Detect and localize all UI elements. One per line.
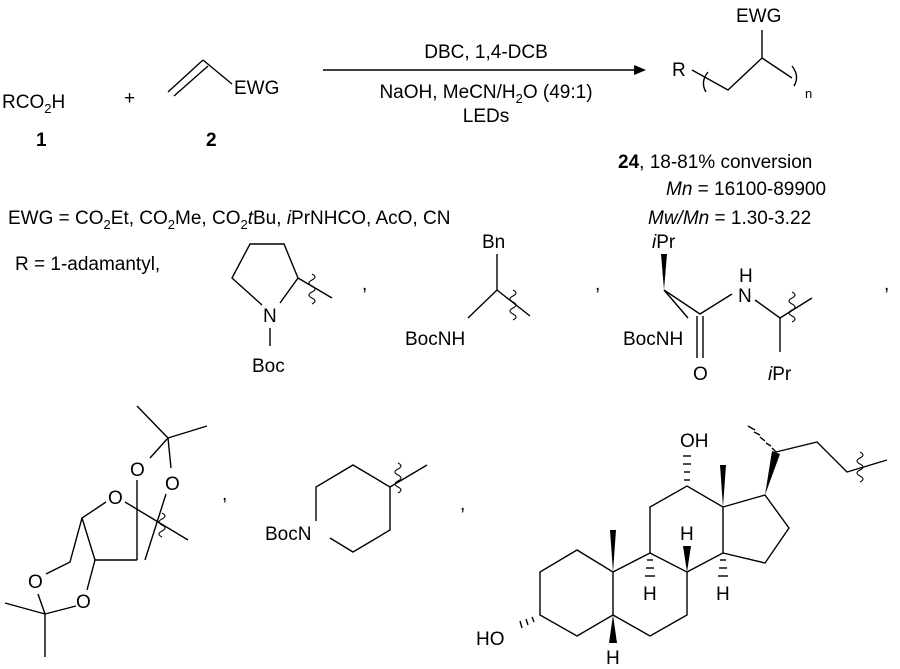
reactant-carboxylic-acid: RCO2H 1: [2, 92, 65, 151]
svg-text:EWG: EWG: [234, 78, 279, 99]
reactant-alkene: EWG 2: [167, 59, 279, 151]
svg-text:O: O: [108, 488, 123, 509]
r-group-diacetone-sugar: O O O O O: [4, 405, 208, 657]
product-polymer: R EWG n 24, 18-81% conversion Mn = 16100…: [618, 6, 826, 229]
r-group-prolinyl: N Boc: [231, 243, 333, 377]
svg-text:H: H: [716, 584, 730, 605]
separator-comma: ,: [884, 274, 889, 295]
svg-text:iPr: iPr: [768, 364, 792, 385]
wavy-bond-icon: [308, 273, 316, 305]
svg-text:BocN: BocN: [265, 524, 311, 545]
svg-text:H: H: [680, 524, 694, 545]
svg-text:H: H: [606, 648, 620, 669]
plus-sign: +: [124, 88, 135, 109]
svg-text:BocNH: BocNH: [623, 329, 683, 350]
condition-reagents: DBC, 1,4-DCB: [424, 42, 548, 63]
svg-text:n: n: [805, 86, 812, 101]
svg-text:24, 18-81% conversion: 24, 18-81% conversion: [618, 152, 812, 173]
wavy-bond-icon: [509, 289, 517, 321]
svg-text:O: O: [76, 592, 91, 613]
svg-text:H: H: [739, 266, 753, 287]
svg-text:EWG: EWG: [736, 6, 781, 27]
compound-number-1: 1: [36, 130, 47, 151]
svg-text:N: N: [263, 306, 277, 327]
svg-text:Mn = 16100-89900: Mn = 16100-89900: [666, 179, 826, 200]
wavy-bond-icon: [158, 512, 166, 538]
svg-text:N: N: [738, 286, 752, 307]
svg-text:R: R: [672, 60, 686, 81]
separator-comma: ,: [222, 484, 227, 505]
wavy-bond-icon: [394, 462, 402, 494]
separator-comma: ,: [362, 274, 367, 295]
wavy-bond-icon: [856, 451, 864, 483]
svg-text:O: O: [165, 474, 180, 495]
r-group-dipeptide: iPr BocNH O H N iPr: [623, 232, 813, 385]
svg-text:RCO2H: RCO2H: [2, 92, 65, 116]
oh-label: OH: [680, 431, 709, 452]
svg-text:Mw/Mn = 1.30-3.22: Mw/Mn = 1.30-3.22: [648, 208, 811, 229]
separator-comma: ,: [595, 274, 600, 295]
svg-text:Bn: Bn: [482, 232, 505, 253]
r-group-cholic-steroid: OH HO H H H H: [476, 425, 888, 669]
r-definition: R = 1-adamantyl,: [15, 254, 160, 275]
compound-number-2: 2: [206, 130, 217, 151]
svg-text:O: O: [28, 572, 43, 593]
reaction-arrow: DBC, 1,4-DCB NaOH, MeCN/H2O (49:1) LEDs: [323, 42, 646, 127]
condition-light: LEDs: [463, 106, 509, 127]
svg-text:iPr: iPr: [652, 232, 676, 253]
separator-comma: ,: [460, 494, 465, 515]
svg-text:O: O: [130, 460, 145, 481]
r-group-phenylalaninyl: Bn BocNH: [405, 232, 531, 350]
condition-solvent: NaOH, MeCN/H2O (49:1): [379, 82, 592, 106]
r-group-piperidinyl: BocN: [265, 462, 428, 553]
wavy-bond-icon: [788, 291, 796, 323]
svg-text:BocNH: BocNH: [405, 329, 465, 350]
svg-text:O: O: [693, 364, 708, 385]
ewg-definition: EWG = CO2Et, CO2Me, CO2tBu, iPrNHCO, AcO…: [8, 208, 450, 232]
svg-text:Boc: Boc: [252, 356, 285, 377]
ho-label: HO: [476, 629, 505, 650]
svg-text:H: H: [643, 584, 657, 605]
